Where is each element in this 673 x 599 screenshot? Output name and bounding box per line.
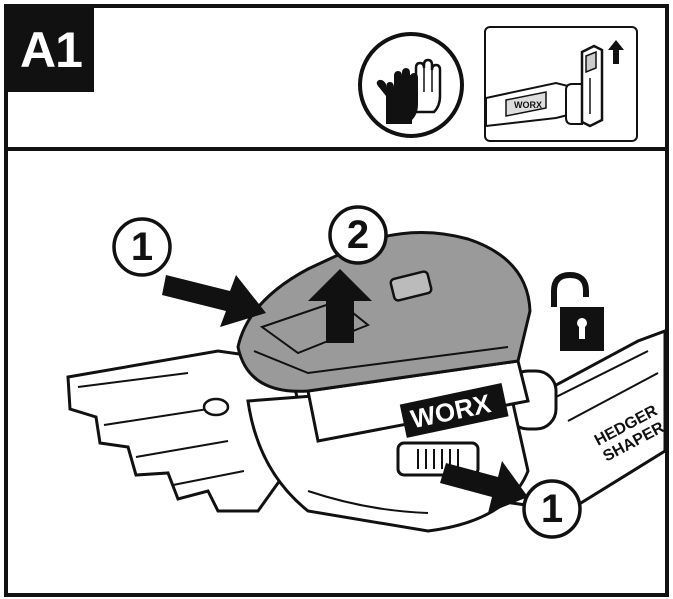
- svg-text:WORX: WORX: [514, 100, 542, 110]
- gloves-icon: [356, 30, 466, 140]
- instruction-panel: A1 WORX: [4, 4, 669, 597]
- panel-header: A1 WORX: [8, 8, 665, 151]
- detail-attachment-icon: WORX: [486, 28, 636, 140]
- callout-1-right: 1: [528, 483, 576, 535]
- step-badge: A1: [8, 8, 94, 92]
- unlock-icon: [546, 271, 610, 355]
- detail-inset: WORX: [484, 26, 638, 142]
- callout-2: 2: [334, 209, 382, 261]
- callout-1-left: 1: [118, 221, 166, 273]
- main-illustration: HEDGER SHAPER: [8, 151, 665, 593]
